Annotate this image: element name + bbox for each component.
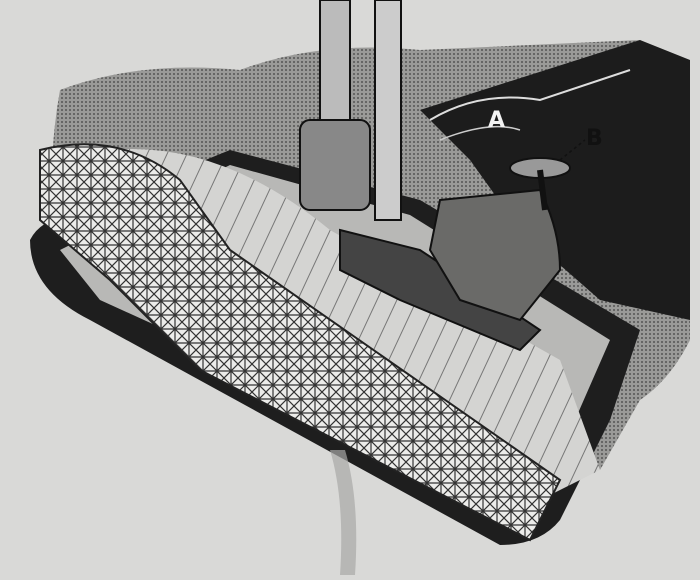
- gathered-fabric: [105, 149, 600, 510]
- machine-arm: [420, 40, 690, 320]
- thread-guide: [299, 119, 371, 211]
- lace-trim: [39, 143, 562, 542]
- presser-foot: [339, 228, 542, 352]
- callout-label-a: A: [488, 108, 506, 133]
- needle-bar: [374, 0, 402, 221]
- label-b-pointer: [559, 139, 586, 161]
- callout-label-b: B: [586, 126, 603, 151]
- arm-ornament: [429, 69, 631, 121]
- paper-stain: [330, 450, 357, 575]
